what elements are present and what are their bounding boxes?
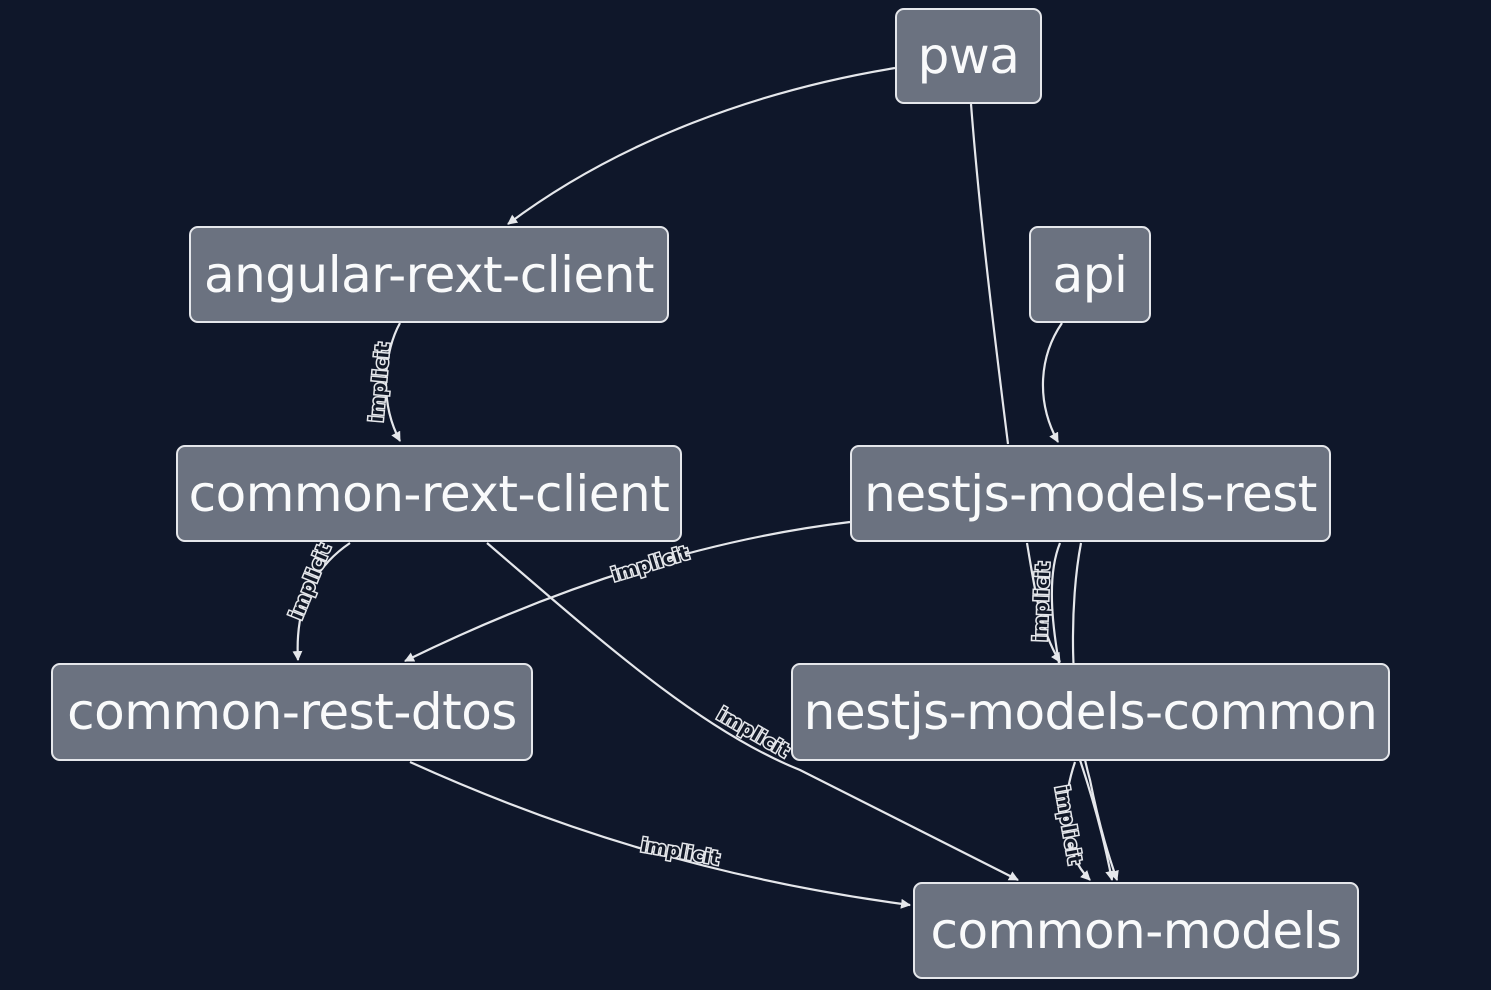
edge-label-common-rext-models: implicit [713,703,793,762]
edge-nestjs-models-rest-common-rest-dtos[interactable] [404,520,851,662]
edge-common-rest-dtos-common-models[interactable] [409,760,911,909]
edge-label-nestjs-rest-common: implicit [1030,562,1055,643]
node-common-rext-client[interactable]: common-rext-client [176,445,682,542]
node-angular-rext-client[interactable]: angular-rext-client [189,226,669,323]
edge-label-nestjs-rest-dtos: implicit [609,542,692,586]
edge-nestjs-models-rest-nestjs-models-common[interactable] [1025,542,1061,663]
node-common-rest-dtos[interactable]: common-rest-dtos [51,663,533,761]
edge-nestjs-models-common-common-models[interactable] [1064,761,1091,881]
edge-pwa-nestjs-models-rest[interactable] [969,103,1010,445]
edge-common-rext-client-common-rest-dtos[interactable] [292,542,351,661]
node-pwa[interactable]: pwa [895,8,1042,104]
edge-label-nestjs-common-models: implicit [1050,784,1086,866]
edge-label-common-rext-dtos: implicit [285,541,335,623]
node-nestjs-models-rest[interactable]: nestjs-models-rest [850,445,1331,542]
node-common-models[interactable]: common-models [913,882,1359,979]
edge-label-dtos-models: implicit [639,834,721,870]
node-nestjs-models-common[interactable]: nestjs-models-common [791,663,1390,761]
edge-label-angular-common-rext: implicit [366,342,395,423]
edge-angular-rext-client-common-rext-client[interactable] [384,322,401,442]
node-api[interactable]: api [1029,226,1151,323]
edge-pwa-angular-rext-client[interactable] [507,66,896,225]
edge-common-rext-client-common-models[interactable] [486,542,1019,881]
edge-api-nestjs-models-rest[interactable] [1041,322,1063,443]
